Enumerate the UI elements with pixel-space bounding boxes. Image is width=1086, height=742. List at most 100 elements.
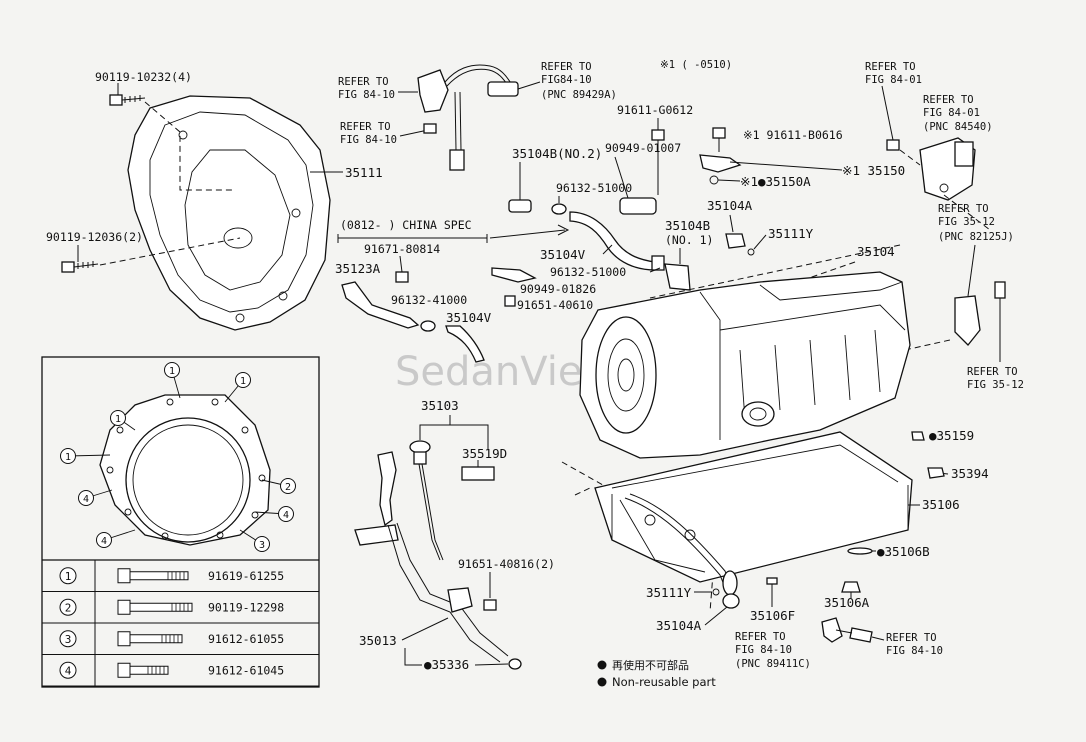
bolt-icon: [117, 599, 193, 615]
ref-fig84-01-b-line2: FIG 84-01: [923, 107, 980, 119]
inset-callout-number: 1: [65, 452, 71, 463]
label-35104b-no1-b: (NO. 1): [665, 233, 713, 247]
inset-housing-drawing: [99, 394, 271, 546]
table-number-circle-icon: [59, 661, 77, 679]
table-row-number: 4: [65, 664, 72, 677]
ref-fig35-12-b-line1: REFER TO: [967, 366, 1018, 378]
label-35123a: 35123A: [335, 261, 381, 276]
bell-housing-drawing: [127, 95, 331, 331]
inset-callout-number: 1: [169, 366, 175, 377]
inset-callout-number: 3: [259, 540, 265, 551]
label-96132-41000: 96132-41000: [391, 293, 467, 307]
label-91651-40610: 91651-40610: [517, 298, 593, 312]
label-35104v-a: 35104V: [540, 247, 586, 262]
ref-fig35-12-b-line2: FIG 35-12: [967, 379, 1024, 391]
callout-circle-icon: [280, 478, 296, 494]
filler-tube-drawing: [354, 451, 522, 670]
label-35106b: ●35106B: [877, 544, 930, 559]
label-35104b-no1-a: 35104B: [665, 218, 710, 233]
label-35013: 35013: [359, 633, 397, 648]
nonreusable-dot-icon: [597, 677, 607, 687]
legend-nonreusable-en: Non-reusable part: [612, 675, 716, 689]
label-35103: 35103: [421, 398, 459, 413]
table-number-circle-icon: [59, 567, 77, 585]
label-96132-51000-b: 96132-51000: [550, 265, 626, 279]
ref-fig84-10-c-line3: (PNC 89429A): [541, 89, 617, 101]
label-35104b-no2: 35104B(NO.2): [512, 146, 602, 161]
ref-fig84-01-a-line2: FIG 84-01: [865, 74, 922, 86]
callout-circle-icon: [278, 506, 294, 522]
table-row-number: 2: [65, 601, 72, 614]
label-35111: 35111: [345, 165, 383, 180]
bolt-icon: [109, 94, 146, 106]
ref-fig84-01-a-line1: REFER TO: [865, 61, 916, 73]
label-35106: 35106: [922, 497, 960, 512]
callout-circle-icon: [254, 536, 270, 552]
position-switch-drawing: [954, 244, 1006, 362]
union-fitting-icon: [508, 197, 657, 215]
ref-fig84-10-d-line3: (PNC 89411C): [735, 658, 811, 670]
ref-fig84-01-b-line3: (PNC 84540): [923, 121, 993, 133]
bolt-icon: [117, 568, 189, 584]
label-91651-40816: 91651-40816(2): [458, 557, 555, 571]
label-90119-12036: 90119-12036(2): [46, 230, 143, 244]
label-96132-51000-a: 96132-51000: [556, 181, 632, 195]
wire-harness-drawing: [398, 64, 541, 171]
label-35519d: 35519D: [462, 446, 507, 461]
bolt-icon: [117, 631, 183, 647]
table-part-number: 90119-12298: [208, 600, 284, 614]
note-0510: ※1 ( -0510): [660, 59, 732, 71]
ref-fig84-10-d-line2: FIG 84-10: [735, 644, 792, 656]
callout-circle-icon: [235, 372, 251, 388]
inset-callouts: 1 1 1 1 2 3 4 4 4: [60, 362, 296, 552]
label-35104v-b: 35104V: [446, 310, 492, 325]
ref-fig84-10-b-line2: FIG 84-10: [340, 134, 397, 146]
callout-circle-icon: [60, 448, 76, 464]
inset-callout-number: 4: [283, 510, 289, 521]
label-90119-10232: 90119-10232(4): [95, 70, 192, 84]
transmission-drawing: [579, 271, 911, 459]
ref-fig84-01-b-line1: REFER TO: [923, 94, 974, 106]
label-35159: ●35159: [929, 428, 974, 443]
bolt-icon: [117, 662, 169, 678]
callout-circle-icon: [78, 490, 94, 506]
speed-sensor-drawing: [919, 137, 976, 201]
label-35336: ●35336: [424, 657, 469, 672]
label-90949-01826: 90949-01826: [520, 282, 596, 296]
label-35106f: 35106F: [750, 608, 795, 623]
label-90949-01007: 90949-01007: [605, 141, 681, 155]
table-row-number: 1: [65, 570, 72, 583]
ref-fig35-12-a-line1: REFER TO: [938, 203, 989, 215]
ref-fig84-10-a-line1: REFER TO: [338, 76, 389, 88]
inset-callout-number: 2: [285, 482, 291, 493]
callout-circle-icon: [96, 532, 112, 548]
ref-fig35-12-a-line3: (PNC 82125J): [938, 231, 1014, 243]
table-part-number: 91612-61055: [208, 632, 284, 646]
inset-callout-number: 1: [240, 376, 246, 387]
label-35104: 35104: [857, 244, 895, 259]
label-91611-g0612: 91611-G0612: [617, 103, 693, 117]
label-35394: 35394: [951, 466, 989, 481]
inset-callout-number: 4: [101, 536, 107, 547]
table-part-number: 91612-61045: [208, 663, 284, 677]
ref-fig84-10-e-line2: FIG 84-10: [886, 645, 943, 657]
label-china-spec: (0812- ) CHINA SPEC: [340, 218, 472, 232]
label-35106a: 35106A: [824, 595, 870, 610]
ref-fig84-10-b-line1: REFER TO: [340, 121, 391, 133]
legend-nonreusable-cn: 再使用不可部品: [612, 658, 689, 672]
label-35104a-bot: 35104A: [656, 618, 702, 633]
inset-callout-number: 1: [115, 414, 121, 425]
label-35150: ※1 35150: [842, 163, 905, 178]
label-91611-b0616: ※1 91611-B0616: [743, 128, 843, 142]
label-91671-80814: 91671-80814: [364, 242, 440, 256]
oil-pan-drawing: [594, 431, 913, 596]
table-number-circle-icon: [59, 630, 77, 648]
table-row-number: 3: [65, 633, 72, 646]
label-35104a-top: 35104A: [707, 198, 753, 213]
inset-callout-number: 4: [83, 494, 89, 505]
ref-fig84-10-d-line1: REFER TO: [735, 631, 786, 643]
ref-fig84-10-a-line2: FIG 84-10: [338, 89, 395, 101]
label-35150a: ※1●35150A: [740, 174, 811, 189]
